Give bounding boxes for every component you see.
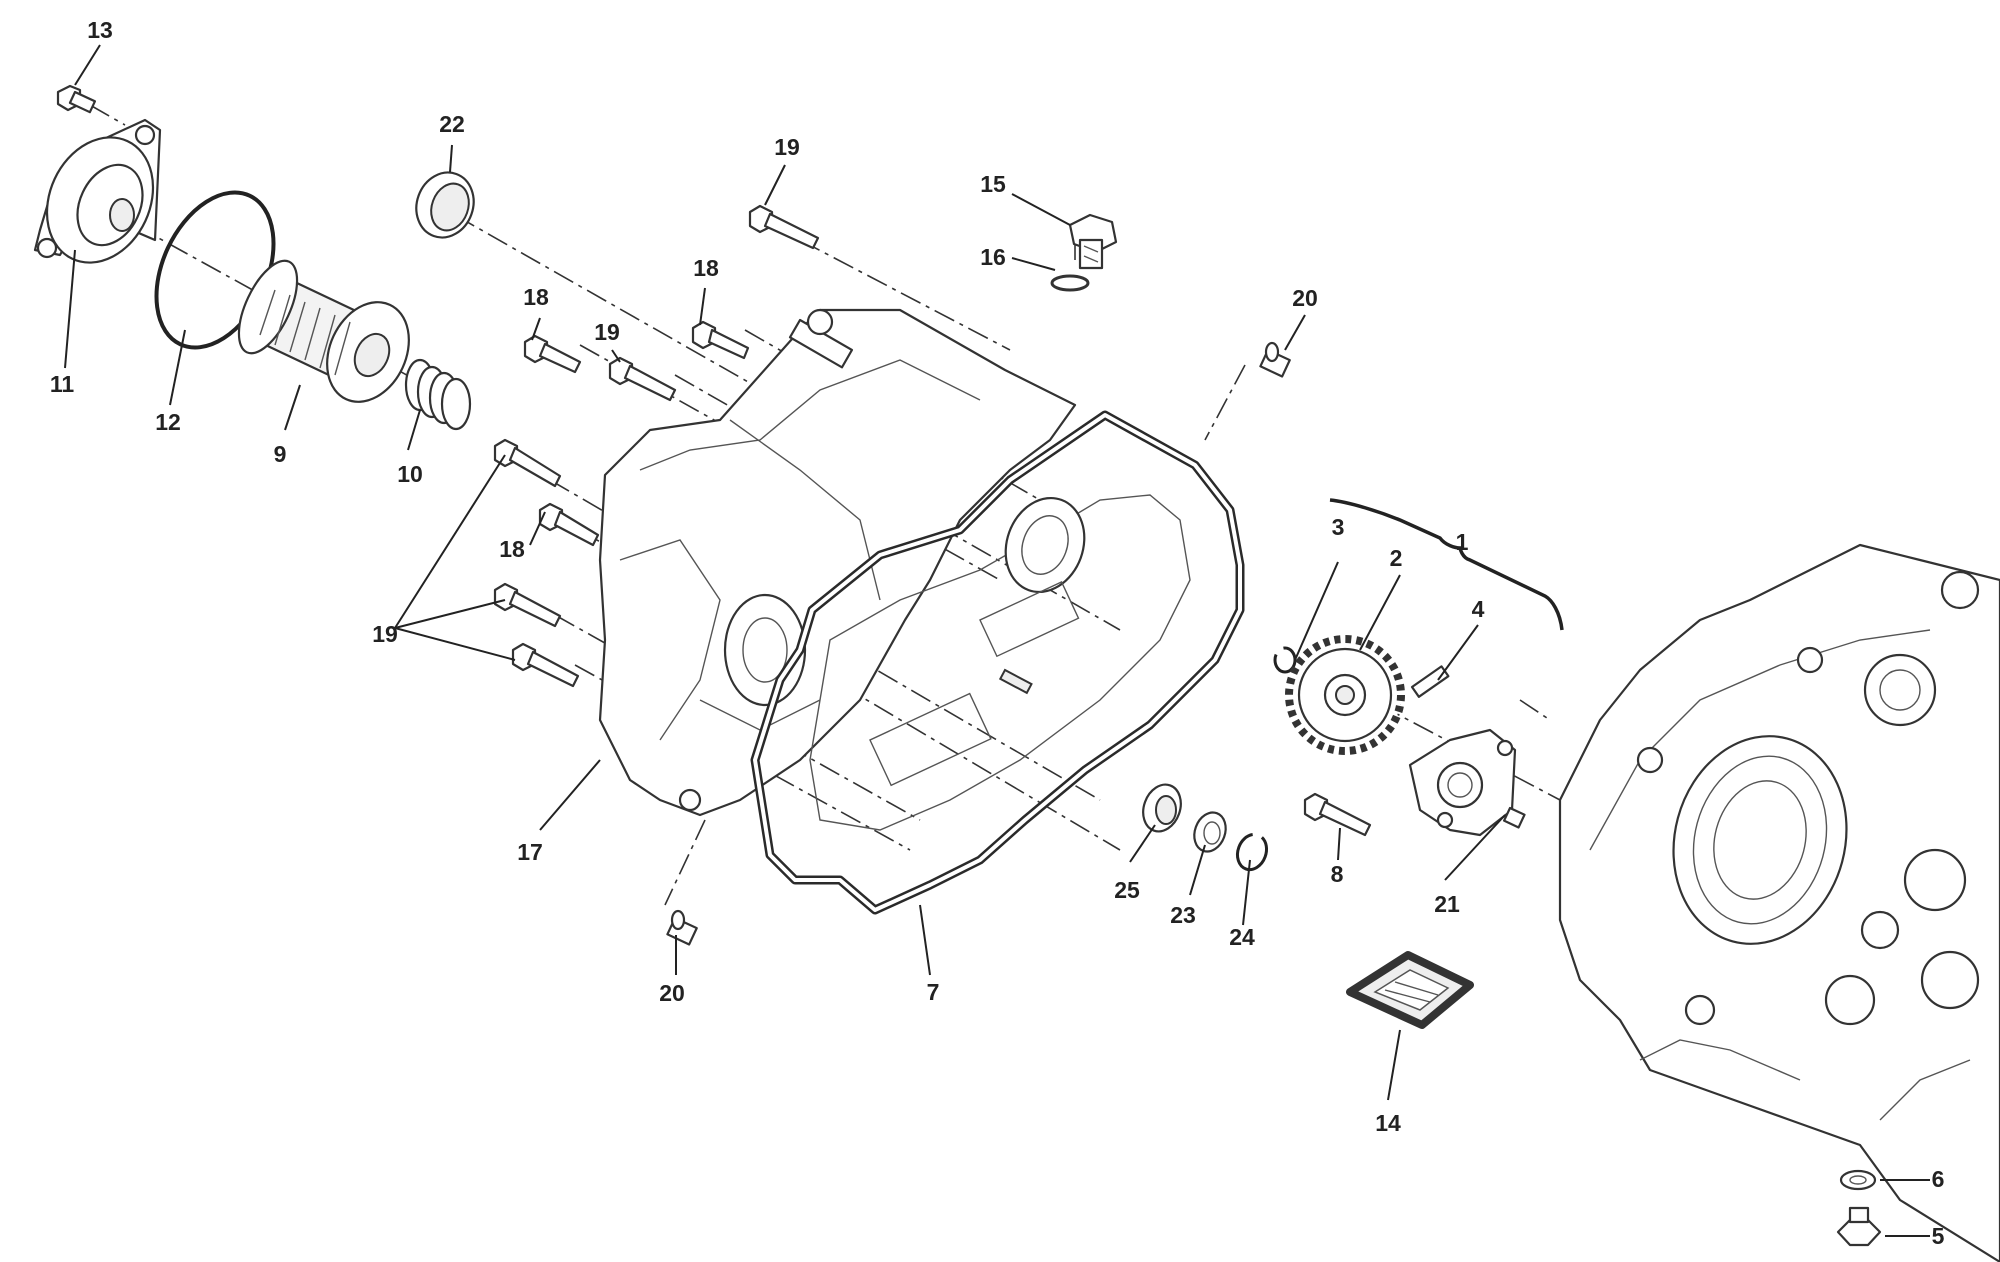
callout-24: 24 xyxy=(1229,924,1255,950)
callout-4: 4 xyxy=(1472,596,1485,622)
oil-screen-14 xyxy=(1346,951,1474,1029)
gear-2 xyxy=(1285,635,1405,755)
dowel-20-bottom xyxy=(666,909,698,946)
bolt-19-top xyxy=(748,204,820,250)
callout-8: 8 xyxy=(1331,861,1344,887)
callout-labels: 13 11 12 9 10 22 19 15 16 20 18 18 19 18… xyxy=(50,17,1945,1249)
callout-20-bottom: 20 xyxy=(659,980,685,1006)
pin-4 xyxy=(1410,665,1450,698)
circlip-24 xyxy=(1235,832,1269,872)
oil-pump-body-1 xyxy=(1408,728,1517,837)
callout-11: 11 xyxy=(50,371,75,397)
callout-16: 16 xyxy=(980,244,1006,270)
callout-17: 17 xyxy=(517,839,543,865)
callout-10: 10 xyxy=(397,461,423,487)
drain-bolt-5 xyxy=(1836,1206,1882,1247)
leader-lines xyxy=(64,44,1930,1237)
bolt-18-mid xyxy=(538,502,600,547)
washer-6 xyxy=(1839,1169,1877,1191)
callout-1: 1 xyxy=(1456,529,1469,555)
callout-19-upper: 19 xyxy=(594,319,620,345)
washer-23 xyxy=(1193,811,1227,853)
bolt-13 xyxy=(56,84,97,114)
bolt-19-low xyxy=(493,582,562,628)
dowel-21 xyxy=(1502,806,1526,829)
bolt-19-bottom xyxy=(511,642,580,688)
oil-filter-9 xyxy=(237,259,410,403)
bolt-19-upper xyxy=(608,356,677,402)
callout-18-top: 18 xyxy=(693,255,719,281)
callout-25: 25 xyxy=(1114,877,1140,903)
seal-16 xyxy=(1050,274,1090,292)
oil-filter-cover-11 xyxy=(33,118,162,264)
callout-18-left: 18 xyxy=(523,284,549,310)
bolt-set xyxy=(493,204,1372,837)
spring-10 xyxy=(404,358,472,431)
bolt-19-mid xyxy=(493,438,562,488)
callout-20-top: 20 xyxy=(1292,285,1318,311)
bolt-8 xyxy=(1303,792,1372,837)
callout-3: 3 xyxy=(1332,514,1345,540)
plug-22 xyxy=(415,171,475,239)
callout-21: 21 xyxy=(1434,891,1460,917)
callout-18-mid: 18 xyxy=(499,536,525,562)
callout-13: 13 xyxy=(87,17,113,43)
bolt-18-upper xyxy=(523,334,582,374)
callout-5: 5 xyxy=(1932,1223,1945,1249)
dipstick-15 xyxy=(1068,213,1118,270)
callout-19-group: 19 xyxy=(372,621,398,647)
callout-23: 23 xyxy=(1170,902,1196,928)
callout-7: 7 xyxy=(927,979,940,1005)
callout-9: 9 xyxy=(274,441,287,467)
crankcase-cover-17 xyxy=(598,308,1077,817)
callout-6: 6 xyxy=(1932,1166,1945,1192)
callout-12: 12 xyxy=(155,409,181,435)
crankcase-half xyxy=(1558,543,2000,1262)
callout-22: 22 xyxy=(439,111,465,137)
callout-2: 2 xyxy=(1390,545,1403,571)
callout-15: 15 xyxy=(980,171,1006,197)
callout-14: 14 xyxy=(1375,1110,1401,1136)
dowel-20-top xyxy=(1259,341,1291,378)
callout-19-top: 19 xyxy=(774,134,800,160)
bolt-18-top xyxy=(691,320,750,360)
gasket-7 xyxy=(750,410,1245,915)
oil-seal-25 xyxy=(1142,783,1182,833)
bracket-1 xyxy=(1329,498,1564,631)
